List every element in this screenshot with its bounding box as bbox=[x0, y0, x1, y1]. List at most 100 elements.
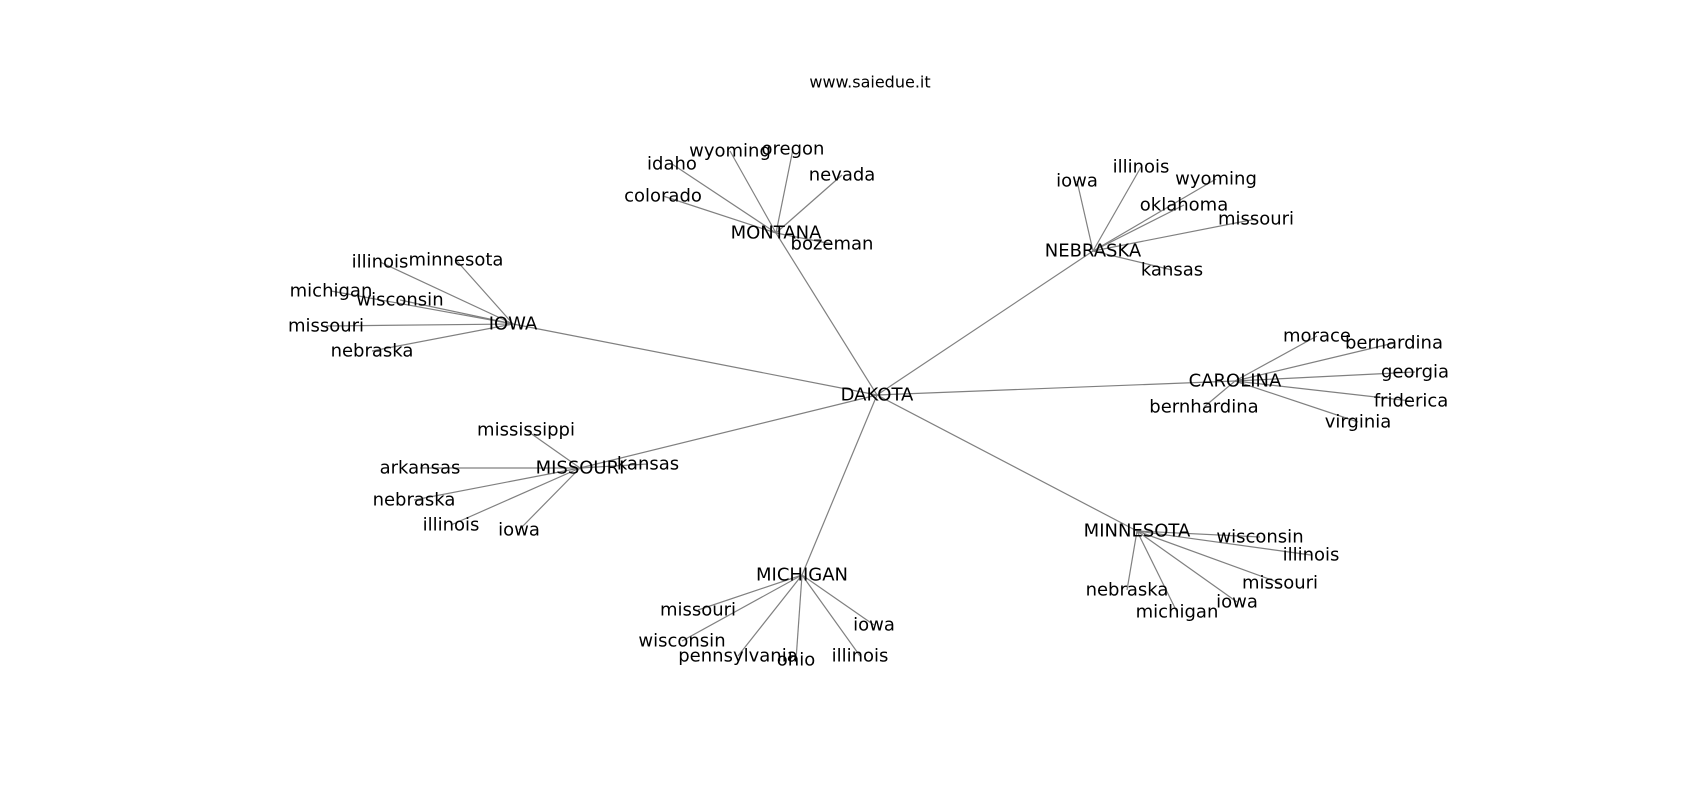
leaf-node-label: iowa bbox=[1056, 171, 1098, 192]
edge-cluster-leaf bbox=[775, 148, 794, 234]
leaf-node-label: michigan bbox=[290, 281, 373, 302]
leaf-node-label: nevada bbox=[809, 165, 876, 186]
leaf-node-label: georgia bbox=[1381, 362, 1449, 383]
leaf-node-label: illinois bbox=[1283, 545, 1340, 566]
edge-cluster-leaf bbox=[1076, 180, 1094, 252]
leaf-node-label: oklahoma bbox=[1140, 195, 1228, 216]
edge-cluster-leaf bbox=[1234, 371, 1416, 382]
edge-hub-cluster bbox=[775, 232, 878, 396]
edge-cluster-leaf bbox=[1234, 342, 1395, 382]
edge-cluster-leaf bbox=[1136, 530, 1178, 613]
leaf-node-label: illinois bbox=[1113, 157, 1170, 178]
graph-labels: www.saiedue.it DAKOTA MONTANA colorado idah… bbox=[288, 73, 1449, 671]
edge-cluster-leaf bbox=[1136, 530, 1281, 584]
edge-cluster-leaf bbox=[775, 174, 843, 234]
cluster-node-label: IOWA bbox=[489, 314, 538, 335]
leaf-node-label: missouri bbox=[288, 316, 364, 337]
edge-cluster-leaf bbox=[325, 323, 514, 327]
edge-cluster-leaf bbox=[1136, 530, 1261, 538]
leaf-node-label: illinois bbox=[423, 515, 480, 536]
cluster-node-label: MISSOURI bbox=[536, 458, 625, 479]
edge-cluster-leaf bbox=[1136, 530, 1312, 556]
leaf-node-label: illinois bbox=[352, 252, 409, 273]
leaf-node-label: morace bbox=[1283, 326, 1351, 347]
leaf-node-label: wyoming bbox=[1175, 169, 1257, 190]
leaf-node-label: kansas bbox=[617, 454, 679, 475]
leaf-node-label: nebraska bbox=[331, 341, 414, 362]
leaf-node-label: iowa bbox=[853, 615, 895, 636]
leaf-node-label: pennsylvania bbox=[678, 646, 797, 667]
edge-hub-cluster bbox=[876, 250, 1094, 396]
leaf-node-label: wisconsin bbox=[638, 631, 725, 652]
leaf-node-label: nebraska bbox=[373, 490, 456, 511]
cluster-node-label: MONTANA bbox=[731, 223, 823, 244]
edge-hub-cluster bbox=[801, 394, 878, 576]
edge-cluster-leaf bbox=[737, 574, 803, 657]
cluster-node-label: NEBRASKA bbox=[1045, 241, 1142, 262]
leaf-node-label: nebraska bbox=[1086, 580, 1169, 601]
edge-cluster-leaf bbox=[729, 150, 777, 234]
watermark-title: www.saiedue.it bbox=[809, 73, 930, 92]
edge-cluster-leaf bbox=[681, 574, 803, 642]
edge-cluster-leaf bbox=[801, 574, 875, 626]
edge-cluster-leaf bbox=[775, 232, 833, 245]
edge-cluster-leaf bbox=[330, 290, 514, 325]
leaf-node-label: colorado bbox=[624, 186, 702, 207]
leaf-node-label: missouri bbox=[1218, 209, 1294, 230]
leaf-node-label: illinois bbox=[832, 646, 889, 667]
edge-cluster-leaf bbox=[801, 574, 861, 657]
cluster-node-label: CAROLINA bbox=[1189, 371, 1282, 392]
leaf-node-label: bernardina bbox=[1345, 333, 1443, 354]
hub-node-label: DAKOTA bbox=[841, 385, 914, 406]
edge-cluster-leaf bbox=[1092, 178, 1217, 252]
edge-cluster-leaf bbox=[1234, 380, 1359, 423]
leaf-node-label: bozeman bbox=[791, 234, 874, 255]
edge-hub-cluster bbox=[579, 394, 878, 469]
leaf-node-label: oregon bbox=[762, 139, 825, 160]
edge-cluster-leaf bbox=[525, 429, 581, 469]
edge-cluster-leaf bbox=[1092, 166, 1142, 252]
graph-edges bbox=[325, 148, 1416, 661]
cluster-node-label: MICHIGAN bbox=[756, 565, 848, 586]
edge-cluster-leaf bbox=[1234, 335, 1318, 382]
edge-cluster-leaf bbox=[413, 467, 581, 501]
leaf-node-label: idaho bbox=[647, 154, 697, 175]
leaf-node-label: ohio bbox=[777, 650, 815, 671]
edge-cluster-leaf bbox=[1126, 530, 1138, 591]
edge-cluster-leaf bbox=[1092, 218, 1257, 252]
edge-hub-cluster bbox=[512, 323, 878, 396]
edge-cluster-leaf bbox=[518, 467, 581, 531]
leaf-node-label: kansas bbox=[1141, 260, 1203, 281]
edge-cluster-leaf bbox=[1092, 250, 1173, 271]
edge-cluster-leaf bbox=[455, 259, 514, 325]
leaf-node-label: wisconsin bbox=[356, 290, 443, 311]
edge-cluster-leaf bbox=[671, 163, 777, 234]
edge-cluster-leaf bbox=[371, 323, 514, 352]
edge-cluster-leaf bbox=[1203, 380, 1236, 408]
leaf-node-label: arkansas bbox=[380, 458, 461, 479]
leaf-node-label: virginia bbox=[1325, 412, 1392, 433]
edge-cluster-leaf bbox=[795, 574, 803, 661]
edge-cluster-leaf bbox=[1092, 204, 1185, 252]
edge-cluster-leaf bbox=[662, 195, 777, 234]
leaf-node-label: missouri bbox=[1242, 573, 1318, 594]
leaf-node-label: mississippi bbox=[477, 420, 575, 441]
edge-cluster-leaf bbox=[399, 299, 514, 325]
edge-cluster-leaf bbox=[1136, 530, 1238, 603]
leaf-node-label: michigan bbox=[1136, 602, 1219, 623]
edge-cluster-leaf bbox=[1234, 380, 1412, 402]
leaf-node-label: minnesota bbox=[409, 250, 504, 271]
edge-cluster-leaf bbox=[450, 467, 581, 526]
edge-hub-cluster bbox=[876, 380, 1236, 396]
edge-cluster-leaf bbox=[379, 261, 514, 325]
leaf-node-label: wisconsin bbox=[1216, 527, 1303, 548]
leaf-node-label: friderica bbox=[1374, 391, 1449, 412]
cluster-node-label: MINNESOTA bbox=[1084, 521, 1191, 542]
leaf-node-label: missouri bbox=[660, 600, 736, 621]
leaf-node-label: bernhardina bbox=[1149, 397, 1258, 418]
edge-hub-cluster bbox=[876, 394, 1138, 532]
edge-cluster-leaf bbox=[697, 574, 803, 611]
edge-cluster-leaf bbox=[579, 463, 649, 469]
leaf-node-label: iowa bbox=[498, 520, 540, 541]
